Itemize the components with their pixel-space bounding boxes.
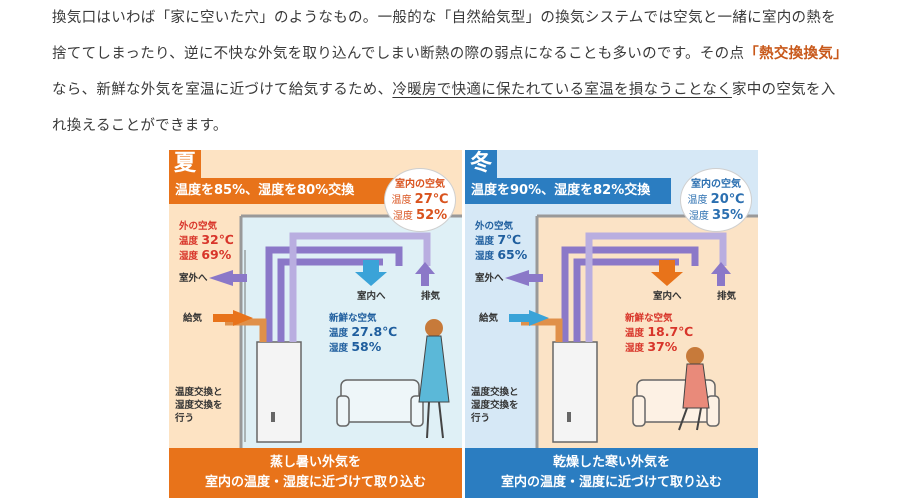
summer-fresh-hum-label: 湿度 — [329, 343, 349, 354]
summer-exchange-note: 温度交換と 湿度交換を 行う — [175, 386, 223, 425]
winter-exchange-line-3: 行う — [471, 413, 491, 424]
summer-indoor-title: 室内の空気 — [395, 179, 445, 190]
summer-outside-temp-label: 温度 — [179, 236, 199, 247]
summer-exchange-line-2: 湿度交換を — [175, 400, 223, 411]
comfort-underline: 冷暖房で快適に保たれている室温を損なうことなく — [392, 82, 732, 98]
winter-fresh-hum-row: 湿度 37% — [625, 340, 693, 355]
summer-indoor-hum-row: 湿度 52% — [385, 208, 455, 224]
summer-outside-temp-row: 温度 32℃ — [179, 233, 234, 248]
summer-exchange-line-1: 温度交換と — [175, 387, 223, 398]
winter-outside-temp-row: 温度 7℃ — [475, 233, 527, 248]
summer-outside-air: 外の空気 温度 32℃ 湿度 69% — [179, 220, 234, 263]
summer-outside-hum-row: 湿度 69% — [179, 248, 234, 263]
winter-indoor-hum-label: 湿度 — [688, 211, 709, 222]
paragraph-line-1: 換気口はいわば「家に空いた穴」のようなもの。一般的な「自然給気型」の換気システム… — [52, 10, 836, 26]
winter-outside-title: 外の空気 — [475, 221, 514, 232]
winter-fresh-temp: 18.7℃ — [647, 324, 694, 339]
heat-exchange-highlight: 「熱交換換気」 — [744, 46, 848, 62]
winter-indoor-title: 室内の空気 — [691, 179, 741, 190]
paragraph-line-3: なら、新鮮な外気を室温に近づけて給気するため、冷暖房で快適に保たれている室温を損… — [52, 72, 852, 108]
summer-exhaust-label: 排気 — [421, 291, 441, 302]
winter-fresh-title: 新鮮な空気 — [625, 313, 673, 324]
winter-supply-label: 給気 — [479, 313, 499, 324]
summer-exchange-banner: 温度を85%、湿度を80%交換 — [169, 178, 395, 204]
summer-fresh-title: 新鮮な空気 — [329, 313, 377, 324]
paragraph-line-3-text-b: 家中の空気を入 — [731, 82, 836, 98]
winter-indoor-temp-label: 温度 — [687, 195, 708, 206]
summer-fresh-hum: 58% — [351, 339, 382, 354]
winter-exchange-line-1: 温度交換と — [471, 387, 519, 398]
winter-fresh-air: 新鮮な空気 温度 18.7℃ 湿度 37% — [625, 312, 693, 355]
winter-to-outside-label: 室外へ — [475, 273, 504, 284]
winter-to-inside-label: 室内へ — [653, 291, 682, 302]
summer-outside-title: 外の空気 — [179, 221, 218, 232]
winter-footer-line-2: 室内の温度・湿度に近づけて取り込む — [500, 475, 722, 490]
winter-exchange-line-2: 湿度交換を — [471, 400, 519, 411]
summer-fresh-air: 新鮮な空気 温度 27.8℃ 湿度 58% — [329, 312, 397, 355]
summer-footer-line-1: 蒸し暑い外気を — [269, 455, 361, 470]
summer-supply-label: 給気 — [183, 313, 203, 324]
winter-fresh-temp-row: 温度 18.7℃ — [625, 325, 693, 340]
summer-outside-temp: 32℃ — [201, 232, 234, 247]
winter-exhaust-label: 排気 — [717, 291, 737, 302]
winter-indoor-hum: 35% — [712, 208, 744, 223]
season-winter-label: 冬 — [465, 150, 497, 178]
summer-fresh-temp-label: 温度 — [329, 328, 349, 339]
paragraph-line-2-text: 捨ててしまったり、逆に不快な外気を取り込んでしまい断熱の際の弱点になることも多い… — [52, 46, 745, 62]
winter-indoor-bubble: 室内の空気 温度 20℃ 湿度 35% — [680, 168, 752, 232]
paragraph-line-4: れ換えることができます。 — [52, 118, 228, 134]
season-summer-label: 夏 — [169, 150, 201, 178]
summer-indoor-temp: 27℃ — [414, 192, 449, 207]
winter-panel: 冬 温度を90%、湿度を82%交換 室内の空気 温度 20℃ 湿度 35% 外の… — [465, 150, 758, 498]
winter-outside-temp: 7℃ — [497, 232, 522, 247]
winter-indoor-hum-row: 湿度 35% — [681, 208, 751, 224]
winter-outside-temp-label: 温度 — [475, 236, 495, 247]
summer-exchange-line-3: 行う — [175, 413, 195, 424]
paragraph-line-2: 捨ててしまったり、逆に不快な外気を取り込んでしまい断熱の際の弱点になることも多い… — [52, 36, 852, 72]
winter-outside-hum: 65% — [497, 247, 528, 262]
summer-to-inside-label: 室内へ — [357, 291, 386, 302]
summer-indoor-temp-row: 温度 27℃ — [385, 192, 455, 208]
summer-indoor-hum-label: 湿度 — [392, 211, 413, 222]
summer-outside-hum-label: 湿度 — [179, 251, 199, 262]
winter-outside-hum-row: 湿度 65% — [475, 248, 527, 263]
summer-footer: 蒸し暑い外気を 室内の温度・湿度に近づけて取り込む — [169, 448, 462, 498]
winter-exchange-note: 温度交換と 湿度交換を 行う — [471, 386, 519, 425]
winter-outside-hum-label: 湿度 — [475, 251, 495, 262]
winter-exchange-banner: 温度を90%、湿度を82%交換 — [465, 178, 671, 204]
summer-indoor-bubble: 室内の空気 温度 27℃ 湿度 52% — [384, 168, 456, 232]
winter-indoor-temp-row: 温度 20℃ — [681, 192, 751, 208]
summer-panel: 夏 温度を85%、湿度を80%交換 室内の空気 温度 27℃ 湿度 52% 外の… — [169, 150, 462, 498]
winter-fresh-temp-label: 温度 — [625, 328, 645, 339]
summer-outside-hum: 69% — [201, 247, 232, 262]
description-paragraph: 換気口はいわば「家に空いた穴」のようなもの。一般的な「自然給気型」の換気システム… — [52, 0, 852, 144]
winter-indoor-temp: 20℃ — [710, 192, 745, 207]
winter-fresh-hum-label: 湿度 — [625, 343, 645, 354]
summer-fresh-hum-row: 湿度 58% — [329, 340, 397, 355]
summer-indoor-hum: 52% — [416, 208, 448, 223]
winter-fresh-hum: 37% — [647, 339, 678, 354]
summer-footer-line-2: 室内の温度・湿度に近づけて取り込む — [204, 475, 426, 490]
summer-fresh-temp-row: 温度 27.8℃ — [329, 325, 397, 340]
winter-footer: 乾燥した寒い外気を 室内の温度・湿度に近づけて取り込む — [465, 448, 758, 498]
winter-outside-air: 外の空気 温度 7℃ 湿度 65% — [475, 220, 527, 263]
summer-fresh-temp: 27.8℃ — [351, 324, 398, 339]
winter-footer-line-1: 乾燥した寒い外気を — [552, 455, 670, 470]
summer-indoor-temp-label: 温度 — [391, 195, 412, 206]
paragraph-line-3-text-a: なら、新鮮な外気を室温に近づけて給気するため、 — [52, 82, 393, 98]
summer-to-outside-label: 室外へ — [179, 273, 208, 284]
